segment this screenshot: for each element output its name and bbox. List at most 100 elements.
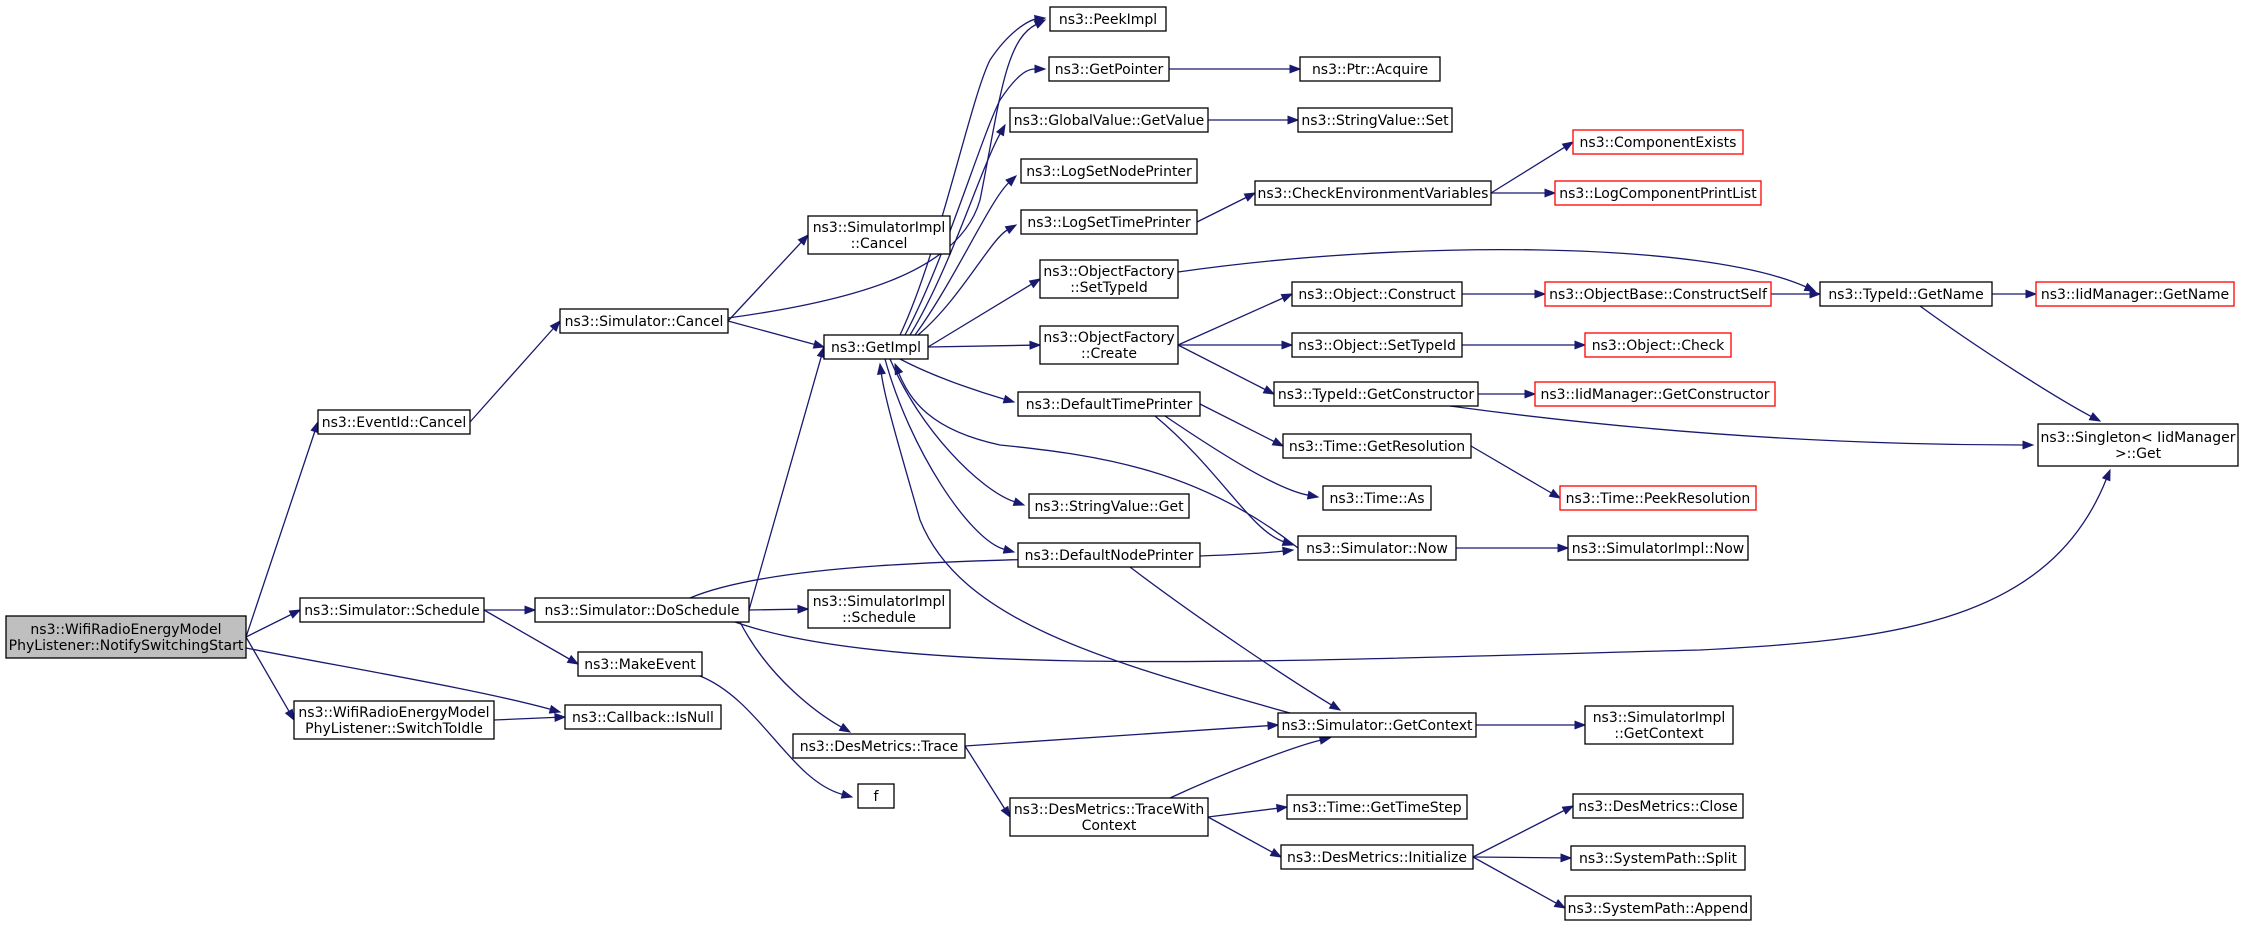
node-callback-isnull[interactable]: ns3::Callback::IsNull bbox=[564, 704, 722, 730]
node-object-construct[interactable]: ns3::Object::Construct bbox=[1291, 281, 1463, 307]
function-nodes: ns3::WifiRadioEnergyModelPhyListener::No… bbox=[5, 6, 2239, 921]
node-desmetrics-trace[interactable]: ns3::DesMetrics::Trace bbox=[792, 733, 966, 759]
node-sim-doschedule[interactable]: ns3::Simulator::DoSchedule bbox=[534, 597, 750, 623]
edge-sim_getcontext-to-simimpl_getcontext bbox=[1476, 720, 1587, 730]
node-stringvalue-get[interactable]: ns3::StringValue::Get bbox=[1028, 493, 1190, 519]
node-label: ns3::ObjectFactory bbox=[1043, 264, 1174, 280]
edge-desmetrics_trace-to-sim_getcontext bbox=[964, 721, 1280, 747]
node-typeid-getconstructor[interactable]: ns3::TypeId::GetConstructor bbox=[1273, 381, 1479, 407]
node-label: f bbox=[874, 789, 880, 805]
node-label: ns3::ObjectFactory bbox=[1043, 330, 1174, 346]
node-ptr-acquire[interactable]: ns3::Ptr::Acquire bbox=[1299, 56, 1441, 82]
node-time-peekresolution[interactable]: ns3::Time::PeekResolution bbox=[1559, 485, 1757, 511]
node-root[interactable]: ns3::WifiRadioEnergyModelPhyListener::No… bbox=[5, 615, 247, 659]
node-f[interactable]: f bbox=[857, 783, 895, 809]
node-componentexists[interactable]: ns3::ComponentExists bbox=[1572, 129, 1744, 155]
node-label: ns3::SimulatorImpl bbox=[813, 594, 946, 610]
node-sim-now[interactable]: ns3::Simulator::Now bbox=[1297, 535, 1457, 561]
node-globalvalue-getvalue[interactable]: ns3::GlobalValue::GetValue bbox=[1009, 107, 1209, 133]
node-of-settypeid[interactable]: ns3::ObjectFactory::SetTypeId bbox=[1039, 259, 1179, 299]
node-defaultnodeprinter[interactable]: ns3::DefaultNodePrinter bbox=[1017, 542, 1201, 568]
node-objectbase-constructself[interactable]: ns3::ObjectBase::ConstructSelf bbox=[1544, 281, 1772, 307]
edge-getimpl-to-defaultnodeprinter bbox=[884, 358, 1016, 554]
node-iidmanager-getname[interactable]: ns3::IidManager::GetName bbox=[2035, 281, 2235, 307]
node-singleton-get[interactable]: ns3::Singleton< IidManager >::Get bbox=[2037, 423, 2239, 467]
node-time-getresolution[interactable]: ns3::Time::GetResolution bbox=[1282, 433, 1472, 459]
node-label: ns3::TypeId::GetConstructor bbox=[1278, 387, 1474, 403]
node-logsetnodeprinter[interactable]: ns3::LogSetNodePrinter bbox=[1020, 158, 1198, 184]
node-label: ns3::DesMetrics::Initialize bbox=[1287, 850, 1467, 866]
edge-checkenv-to-logcomponentprintlist bbox=[1491, 188, 1557, 198]
node-label: ns3::SimulatorImpl bbox=[1593, 710, 1726, 726]
edge-desmetrics_initialize-to-systempath_append bbox=[1472, 856, 1567, 909]
node-systempath-append[interactable]: ns3::SystemPath::Append bbox=[1564, 895, 1752, 921]
node-label: ns3::Simulator::DoSchedule bbox=[545, 603, 740, 619]
node-desmetrics-initialize[interactable]: ns3::DesMetrics::Initialize bbox=[1280, 844, 1474, 870]
edge-sim_doschedule-to-simimpl_schedule bbox=[748, 604, 810, 614]
node-label: ::Schedule bbox=[842, 610, 916, 626]
node-logcomponentprintlist[interactable]: ns3::LogComponentPrintList bbox=[1554, 180, 1762, 206]
node-label: ns3::Object::Check bbox=[1592, 338, 1725, 354]
node-sim-cancel[interactable]: ns3::Simulator::Cancel bbox=[559, 308, 729, 334]
edge-getimpl-to-logsettimeprinter bbox=[917, 224, 1018, 336]
node-checkenv[interactable]: ns3::CheckEnvironmentVariables bbox=[1254, 180, 1492, 206]
node-getpointer[interactable]: ns3::GetPointer bbox=[1048, 56, 1170, 82]
node-simimpl-now[interactable]: ns3::SimulatorImpl::Now bbox=[1567, 535, 1749, 561]
node-label: ns3::Time::PeekResolution bbox=[1566, 491, 1751, 507]
node-label: ns3::PeekImpl bbox=[1059, 12, 1157, 28]
edge-getimpl-to-of_settypeid bbox=[927, 278, 1042, 348]
edge-typeid_getconstructor-to-singleton_get bbox=[1449, 405, 2035, 450]
edge-sim_doschedule-to-singleton_get bbox=[734, 468, 2111, 663]
node-stringvalue-set[interactable]: ns3::StringValue::Set bbox=[1297, 107, 1453, 133]
node-label: ns3::EventId::Cancel bbox=[322, 415, 467, 431]
node-makeevent[interactable]: ns3::MakeEvent bbox=[577, 651, 703, 677]
node-label: ns3::Time::GetTimeStep bbox=[1292, 800, 1461, 816]
node-simimpl-schedule[interactable]: ns3::SimulatorImpl::Schedule bbox=[807, 589, 951, 629]
node-label: ns3::GetImpl bbox=[831, 340, 921, 356]
node-sim-schedule[interactable]: ns3::Simulator::Schedule bbox=[299, 597, 485, 623]
node-iidmanager-getconstructor[interactable]: ns3::IidManager::GetConstructor bbox=[1534, 381, 1776, 407]
edge-of_create-to-typeid_getconstructor bbox=[1177, 344, 1276, 395]
node-label: ns3::Object::Construct bbox=[1298, 287, 1456, 303]
node-desmetrics-close[interactable]: ns3::DesMetrics::Close bbox=[1572, 793, 1744, 819]
edge-desmetrics_initialize-to-systempath_split bbox=[1472, 853, 1573, 863]
node-typeid-getname[interactable]: ns3::TypeId::GetName bbox=[1819, 281, 1993, 307]
node-sim-getcontext[interactable]: ns3::Simulator::GetContext bbox=[1277, 712, 1477, 738]
edge-sim_doschedule-to-sim_now bbox=[689, 546, 1295, 599]
node-label: ns3::Singleton< IidManager bbox=[2041, 430, 2236, 446]
node-label: ns3::IidManager::GetName bbox=[2041, 287, 2229, 303]
edge-typeid_getname-to-iidmanager_getname bbox=[1992, 289, 2038, 299]
node-label: ns3::Simulator::Now bbox=[1306, 541, 1448, 557]
node-label: ns3::Object::SetTypeId bbox=[1298, 338, 1456, 354]
node-logsettimeprinter[interactable]: ns3::LogSetTimePrinter bbox=[1020, 209, 1198, 235]
node-peekimpl[interactable]: ns3::PeekImpl bbox=[1049, 6, 1167, 32]
node-label: ns3::ObjectBase::ConstructSelf bbox=[1549, 287, 1768, 303]
node-label: ns3::Time::As bbox=[1329, 491, 1424, 507]
node-systempath-split[interactable]: ns3::SystemPath::Split bbox=[1570, 845, 1746, 871]
node-simimpl-getcontext[interactable]: ns3::SimulatorImpl::GetContext bbox=[1584, 705, 1734, 745]
edge-objectbase_constructself-to-typeid_getname bbox=[1771, 289, 1822, 299]
node-of-create[interactable]: ns3::ObjectFactory::Create bbox=[1039, 325, 1179, 365]
node-object-settypeid[interactable]: ns3::Object::SetTypeId bbox=[1291, 332, 1463, 358]
node-getimpl[interactable]: ns3::GetImpl bbox=[823, 334, 929, 360]
node-label: ns3::Simulator::Cancel bbox=[565, 314, 724, 330]
node-label: ns3::DesMetrics::Trace bbox=[800, 739, 959, 755]
node-simimpl-cancel[interactable]: ns3::SimulatorImpl::Cancel bbox=[807, 215, 951, 255]
node-time-gettimestep[interactable]: ns3::Time::GetTimeStep bbox=[1286, 794, 1468, 820]
edge-getimpl-to-globalvalue_getvalue bbox=[909, 123, 1006, 336]
node-object-check[interactable]: ns3::Object::Check bbox=[1584, 332, 1732, 358]
node-label: ns3::LogComponentPrintList bbox=[1559, 186, 1757, 202]
node-switch-to-idle[interactable]: ns3::WifiRadioEnergyModelPhyListener::Sw… bbox=[293, 700, 495, 740]
node-label: ns3::Simulator::Schedule bbox=[304, 603, 480, 619]
edge-getimpl-to-peekimpl bbox=[899, 14, 1047, 336]
edge-defaulttimeprinter-to-time_getresolution bbox=[1199, 403, 1285, 447]
node-eventid-cancel[interactable]: ns3::EventId::Cancel bbox=[317, 409, 471, 435]
node-time-as[interactable]: ns3::Time::As bbox=[1322, 485, 1432, 511]
edge-switch_to_idle-to-callback_isnull bbox=[493, 712, 567, 722]
edge-defaulttimeprinter-to-sim_now bbox=[1154, 415, 1295, 546]
node-defaulttimeprinter[interactable]: ns3::DefaultTimePrinter bbox=[1017, 391, 1201, 417]
call-edges bbox=[245, 14, 2111, 909]
node-label: ns3::DesMetrics::Close bbox=[1578, 799, 1738, 815]
